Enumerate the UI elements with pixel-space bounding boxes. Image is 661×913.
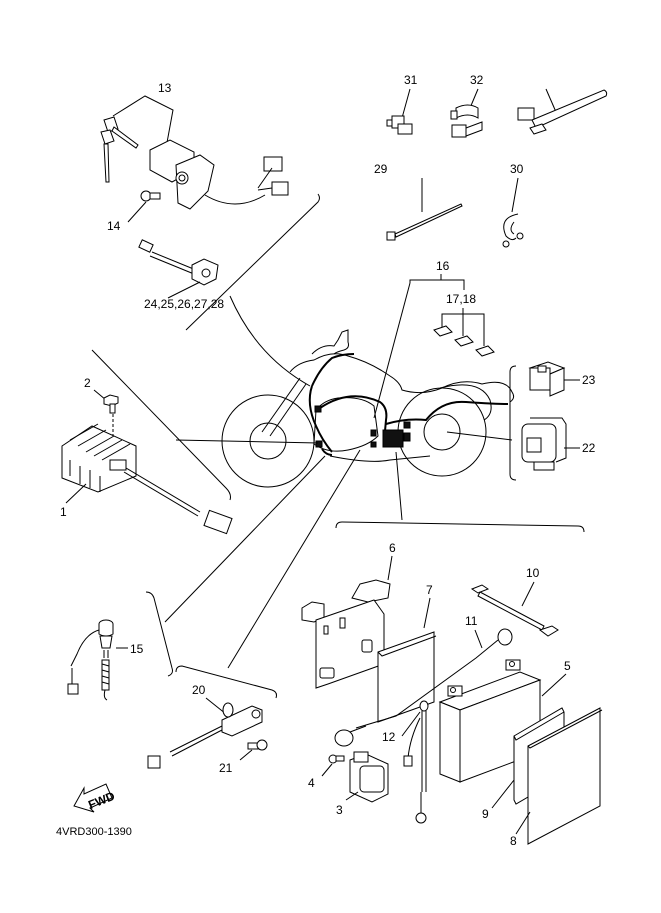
clamp-icon [386,115,413,135]
callout-17-18[interactable]: 17,18 [446,292,476,306]
group-bracket-rectifier [91,349,231,501]
clamps-group: 31 32 29 30 [374,73,608,248]
connector-icon [203,509,233,535]
callout-9[interactable]: 9 [482,807,489,821]
leader-5 [541,673,567,697]
callout-4[interactable]: 4 [308,776,315,790]
motorcycle-outline [221,329,515,488]
leader-13 [112,95,174,149]
battery-group: 6 7 10 11 [301,521,603,848]
callout-12[interactable]: 12 [382,730,396,744]
callout-23[interactable]: 24,25,26,27,28 [144,297,224,311]
callout-8[interactable]: 8 [510,834,517,848]
harness-group: 16 17,18 [409,259,495,357]
callout-21[interactable]: 22 [582,441,596,455]
leader-31 [545,88,557,113]
neutral-switch-group: 20 21 [147,665,277,775]
callout-24-28[interactable]: 29 [374,162,388,176]
fuse-icon [433,325,495,357]
relays-group: 23 22 [509,361,596,481]
relay-unit-icon [521,417,567,471]
leader-14 [127,201,147,223]
bolt-icon [103,394,119,414]
callout-15[interactable]: 15 [130,642,144,656]
group-bracket-battery [335,521,585,533]
callout-20[interactable]: 21 [219,761,233,775]
main-switch-group: 13 14 [100,81,320,331]
neutral-switch-icon [147,702,263,769]
callout-3[interactable]: 3 [336,803,343,817]
leader-6 [387,555,393,581]
callout-1[interactable]: 1 [60,505,67,519]
screw-icon [247,739,268,751]
leader-10 [521,581,535,607]
diagram-code: 4VRD300-1390 [56,826,132,838]
callout-29[interactable]: 31 [404,73,418,87]
key-icon [100,116,139,183]
leader-29 [401,88,411,119]
callout-2[interactable]: 2 [84,376,91,390]
leader-20 [239,749,253,761]
rectifier-group: 2 1 [60,349,233,535]
screw-icon [140,190,161,202]
brake-switch-icon [67,619,114,701]
callout-5[interactable]: 5 [564,659,571,673]
leader-16 [409,279,465,290]
handlebar-lock-icon [138,239,219,286]
leader-3 [345,791,359,801]
screw-icon [328,754,345,764]
group-leaders [164,282,513,669]
wire-clip-icon [502,213,524,248]
leader-9 [491,779,515,809]
leader-8 [515,811,531,835]
callout-11[interactable]: 11 [465,614,478,628]
forward-arrow-icon [73,783,113,813]
leader-4 [321,763,333,777]
group-bracket-main-switch [185,193,320,331]
battery-icon [438,659,542,783]
clamp-icon [450,104,483,138]
callout-14[interactable]: 14 [107,219,121,233]
group-bracket-brake [145,591,173,677]
group-bracket-neutral [175,665,277,699]
group-bracket-relays [509,365,517,481]
rectifier-icon [61,423,137,493]
callout-19[interactable]: 20 [192,683,206,697]
battery-box-icon [301,579,391,689]
starter-relay-icon [349,751,389,803]
callout-10[interactable]: 10 [526,566,540,580]
plus-lead-icon [334,628,513,747]
relay-icon [528,361,566,397]
main-switch-icon [149,139,289,210]
pad-icon [377,631,437,723]
leader-30 [469,88,479,109]
battery-band-icon [470,584,559,637]
leader-11 [474,629,483,649]
fwd-arrow: FWD [73,783,117,813]
leader-32 [511,177,519,213]
callout-30[interactable]: 32 [470,73,484,87]
callout-6[interactable]: 6 [389,541,396,555]
callout-7[interactable]: 7 [426,583,433,597]
callout-16[interactable]: 16 [436,259,450,273]
fuse-box-icon [382,429,404,448]
cable-tie-icon [386,203,463,241]
callout-32[interactable]: 30 [510,162,524,176]
callout-22[interactable]: 23 [582,373,596,387]
callout-13[interactable]: 13 [158,81,172,95]
leader-12 [401,711,421,737]
brake-switch-group: 15 [67,591,173,701]
leader-7 [423,597,431,629]
band-clamp-icon [517,89,608,135]
leader-23 [167,281,201,299]
minus-lead-icon [403,700,429,824]
cushion-icon [527,707,603,845]
leader-1 [65,483,87,504]
